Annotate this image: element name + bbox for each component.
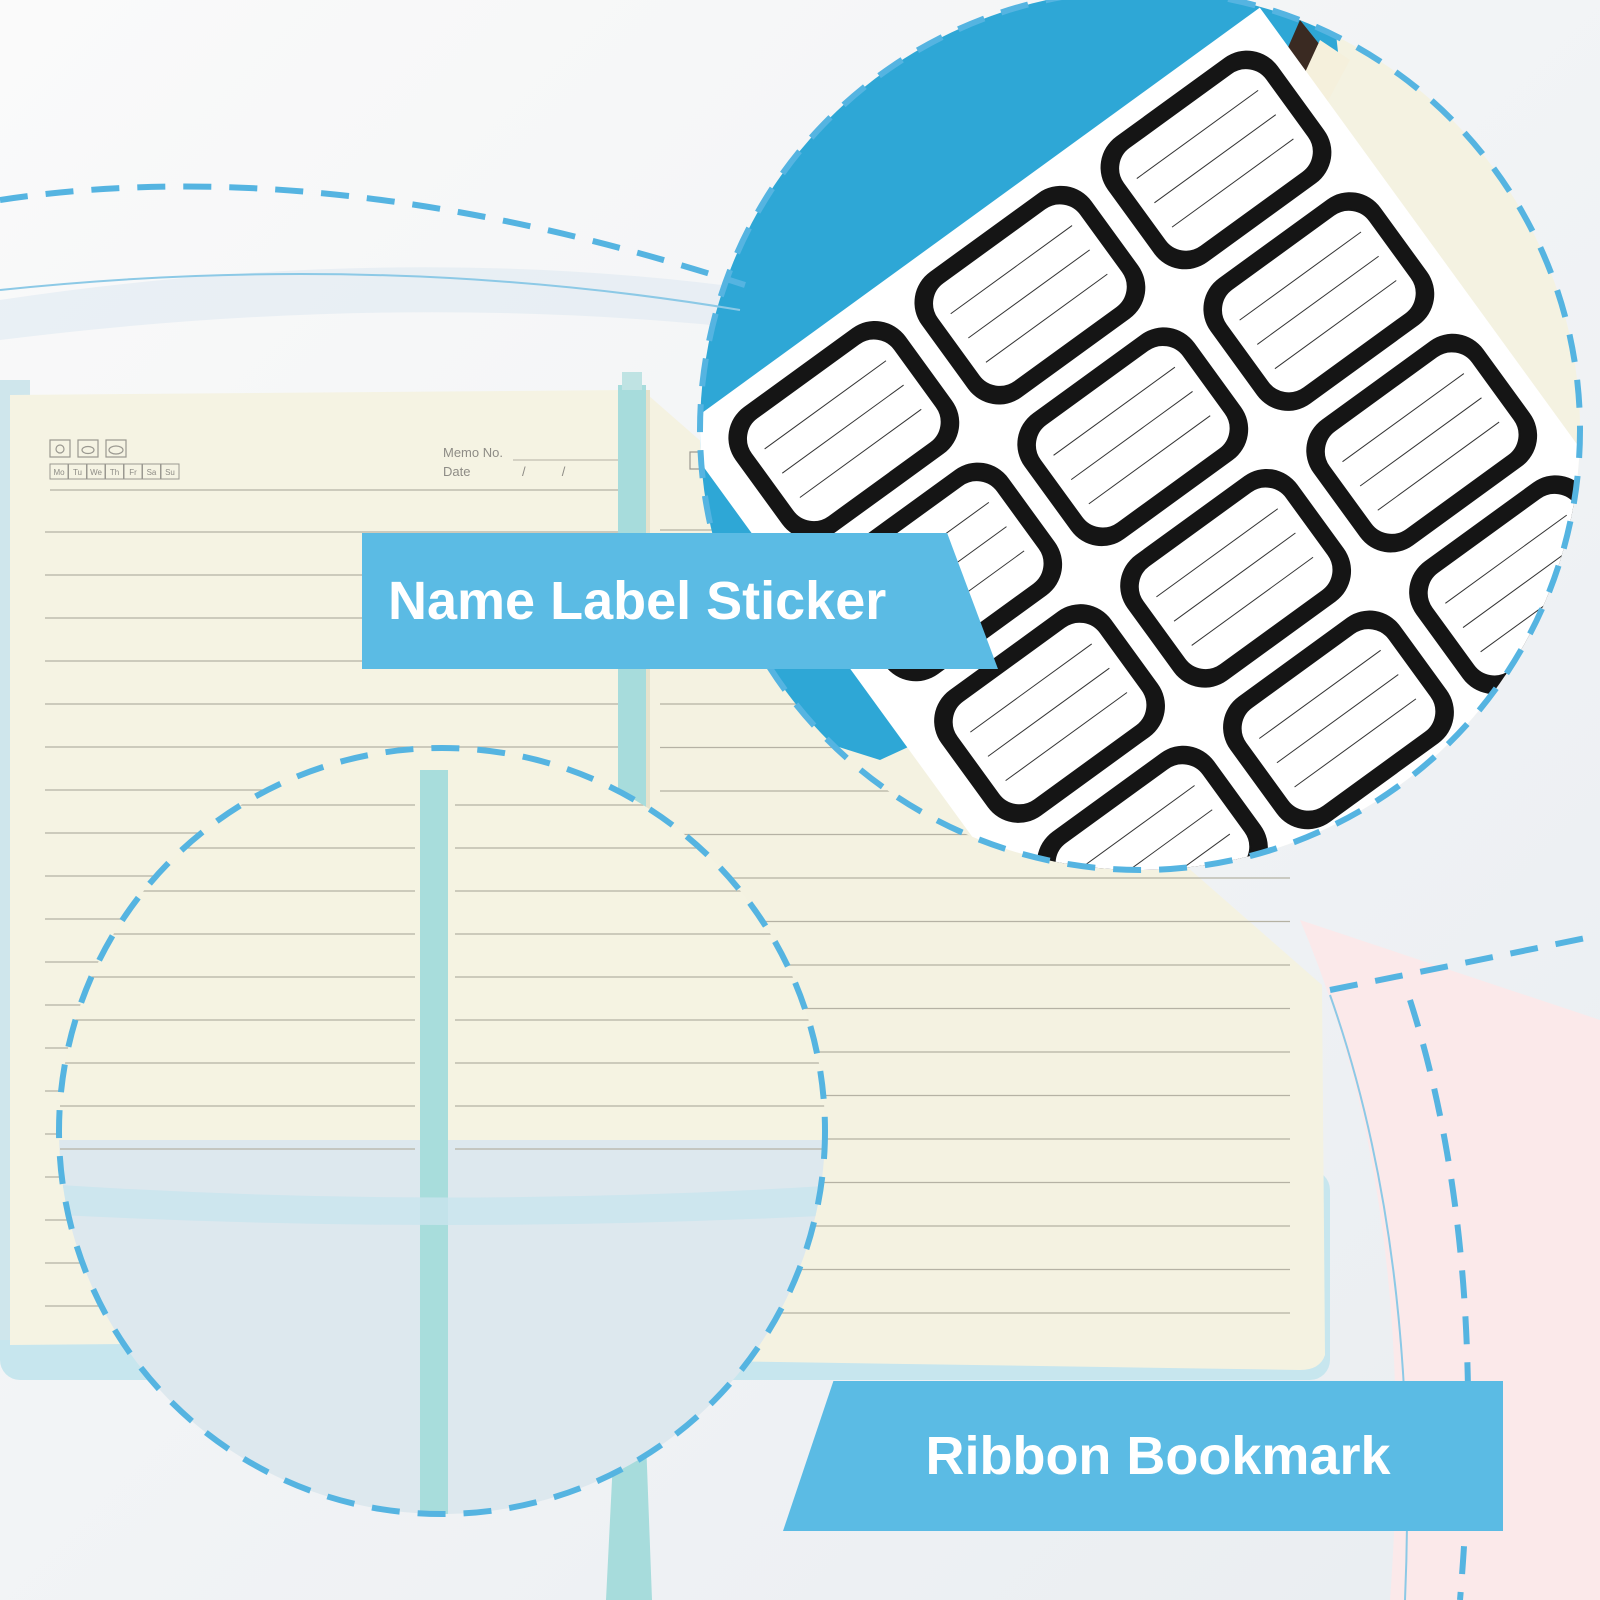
dashed-circle-bookmark xyxy=(56,745,828,1517)
weekday-box xyxy=(160,463,180,480)
dashed-arc-right xyxy=(1329,932,1600,993)
name-label xyxy=(1306,333,1538,553)
weekday-label: Mo xyxy=(53,468,65,477)
weekday-label: Tu xyxy=(73,468,82,477)
weather-icons xyxy=(49,439,127,458)
weekday-label: Th xyxy=(110,468,119,477)
name-label xyxy=(914,185,1146,405)
ribbon-top xyxy=(622,372,642,390)
weekday-label: Su xyxy=(165,468,175,477)
sun-icon xyxy=(49,439,71,458)
ribbon-tail xyxy=(606,1440,652,1600)
name-label xyxy=(1100,50,1332,270)
name-label xyxy=(1017,327,1249,547)
cloud-icon xyxy=(105,439,127,458)
ribbon-closeup xyxy=(420,770,448,1514)
weekday-label: Fr xyxy=(129,468,137,477)
memo-label: Memo No. xyxy=(443,445,503,460)
sticker-sheet xyxy=(700,7,1580,870)
date-separators: / / xyxy=(522,464,566,479)
sticker-closeup xyxy=(700,0,1580,870)
weekday-label: Sa xyxy=(147,468,157,477)
date-label: Date xyxy=(443,464,470,479)
background-shadow xyxy=(0,267,760,340)
name-label xyxy=(728,321,960,540)
name-label xyxy=(1223,610,1454,830)
name-label-sticker-banner: Name Label Sticker xyxy=(362,533,998,669)
ribbon-bookmark-banner: Ribbon Bookmark xyxy=(783,1381,1503,1531)
name-label xyxy=(1120,468,1352,688)
weekday-boxes: Mo Tu We Th Fr Sa Su xyxy=(49,463,180,480)
name-label xyxy=(1203,192,1435,411)
cloud-sun-icon xyxy=(77,439,99,458)
pink-background-area xyxy=(1300,920,1600,1600)
dashed-circle-sticker xyxy=(697,0,1583,873)
dashed-arc-top xyxy=(0,183,746,288)
name-label xyxy=(1036,745,1268,870)
name-label xyxy=(934,604,1165,823)
weekday-label: We xyxy=(90,468,102,477)
